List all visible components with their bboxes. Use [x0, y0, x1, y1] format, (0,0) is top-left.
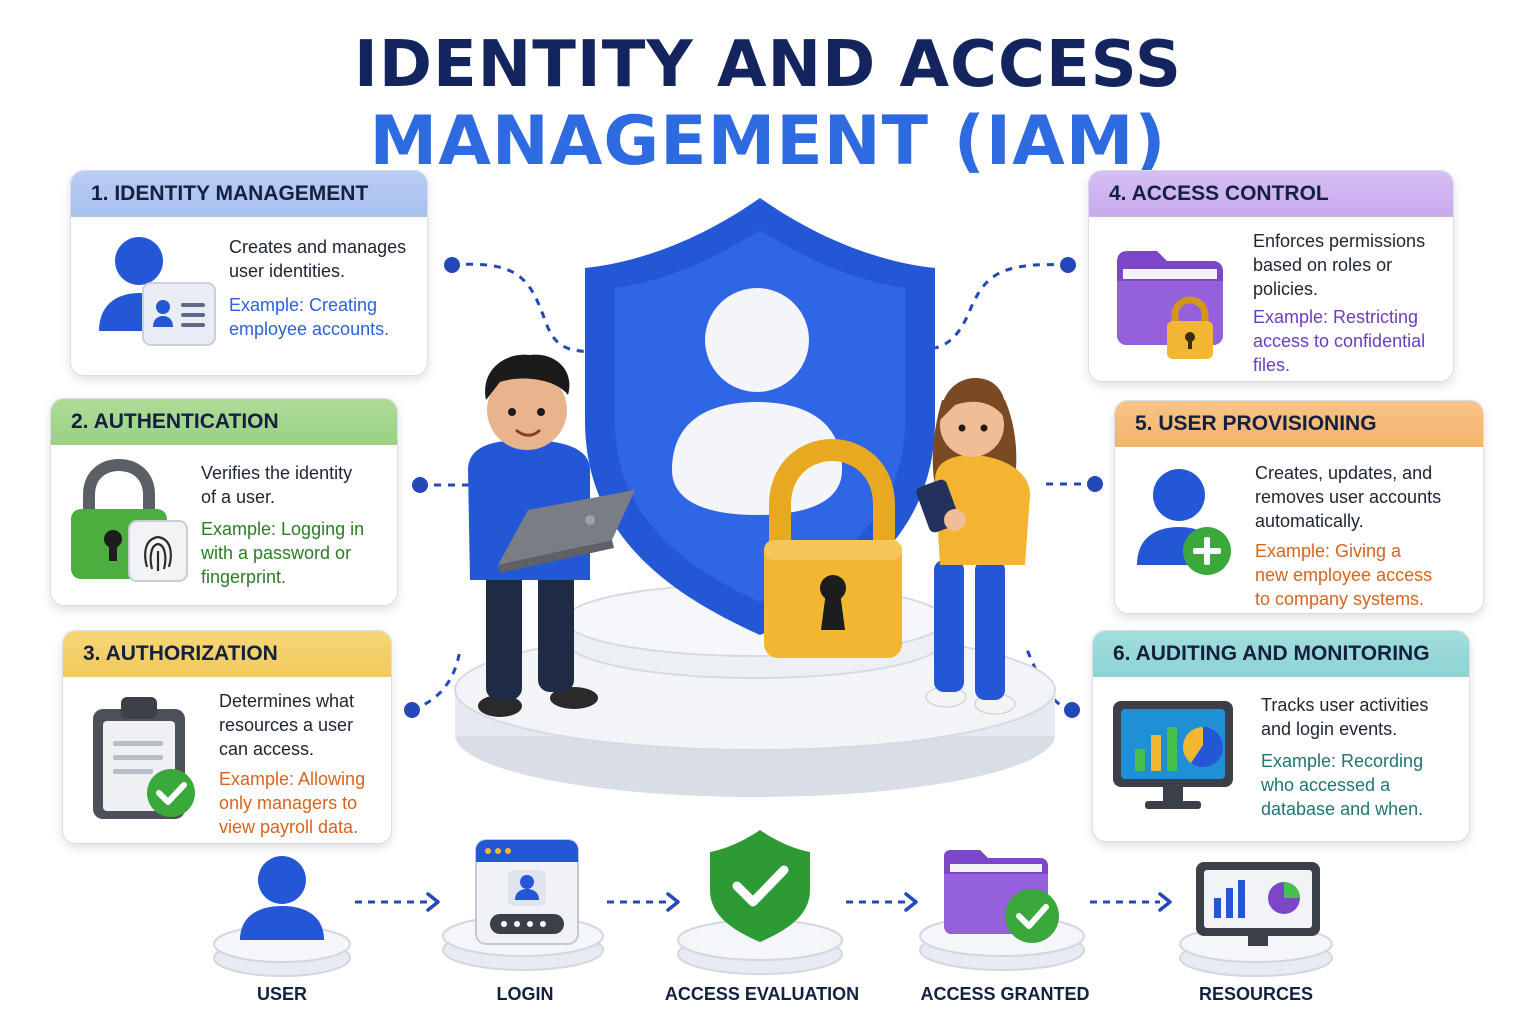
- card-header: 6. AUDITING AND MONITORING: [1093, 631, 1469, 677]
- clipboard-check-icon: [93, 697, 195, 819]
- card-example-line: Example: Restricting: [1253, 307, 1419, 327]
- connector-dot-4: [1060, 257, 1076, 273]
- flow-label-login: LOGIN: [496, 984, 554, 1004]
- card-example-line: Example: Logging in: [201, 519, 365, 539]
- card-example-line: only managers to: [219, 793, 358, 813]
- shield-check-icon: [710, 830, 810, 942]
- locked-folder-icon: [1117, 251, 1223, 359]
- flow-arrowhead: [1158, 892, 1172, 912]
- card-description-line: user identities.: [229, 261, 346, 281]
- flow-arrowhead: [426, 892, 440, 912]
- connector-dot-6: [1064, 702, 1080, 718]
- flow-arrowhead: [904, 892, 918, 912]
- connector-dot-5: [1087, 476, 1103, 492]
- card-description-line: Verifies the identity: [201, 463, 353, 483]
- card-header: 5. USER PROVISIONING: [1115, 401, 1483, 447]
- card-example-line: Example: Creating: [229, 295, 378, 315]
- user-add-icon: [1137, 469, 1231, 575]
- connector-dot-2: [412, 477, 428, 493]
- card-description-line: based on roles or: [1253, 255, 1393, 275]
- card-description-line: Tracks user activities: [1261, 695, 1429, 715]
- card-description-line: can access.: [219, 739, 315, 759]
- card-authentication: 2. AUTHENTICATION Verifies the identity …: [50, 398, 398, 606]
- user-id-card-icon: [99, 237, 216, 346]
- title-line-2: MANAGEMENT (IAM): [369, 102, 1167, 181]
- card-example-line: files.: [1253, 355, 1291, 375]
- card-header: 2. AUTHENTICATION: [51, 399, 397, 445]
- card-description-line: Creates, updates, and: [1255, 463, 1433, 483]
- card-description-line: and login events.: [1261, 719, 1398, 739]
- card-example-line: with a password or: [201, 543, 352, 563]
- card-description-line: removes user accounts: [1255, 487, 1442, 507]
- card-description-line: resources a user: [219, 715, 354, 735]
- padlock-fingerprint-icon: [71, 458, 188, 582]
- card-example-line: who accessed a: [1261, 775, 1391, 795]
- card-description-line: of a user.: [201, 487, 276, 507]
- card-header: 4. ACCESS CONTROL: [1089, 171, 1453, 217]
- woman-figure: [916, 378, 1030, 715]
- card-description-line: automatically.: [1255, 511, 1364, 531]
- card-description-line: policies.: [1253, 279, 1319, 299]
- card-example-line: new employee access: [1255, 565, 1433, 585]
- padlock-icon: [764, 438, 902, 658]
- card-header: 3. AUTHORIZATION: [63, 631, 391, 677]
- card-header: 1. IDENTITY MANAGEMENT: [71, 171, 427, 217]
- card-description-line: Determines what: [219, 691, 355, 711]
- monitor-chart-icon: [1196, 862, 1320, 946]
- card-example-line: fingerprint.: [201, 567, 287, 587]
- card-example-line: Example: Allowing: [219, 769, 366, 789]
- card-example-line: Example: Recording: [1261, 751, 1424, 771]
- flow-label-access-granted: ACCESS GRANTED: [920, 984, 1090, 1004]
- card-example-line: employee accounts.: [229, 319, 390, 339]
- connector-dot-1: [444, 257, 460, 273]
- connector-4: [934, 263, 1069, 350]
- card-description-line: Creates and manages: [229, 237, 407, 257]
- flow-arrowhead: [666, 892, 680, 912]
- card-identity-management: 1. IDENTITY MANAGEMENT Creates and manag…: [70, 170, 428, 376]
- card-access-control: 4. ACCESS CONTROL Enforces permissions b…: [1088, 170, 1454, 382]
- card-example-line: database and when.: [1261, 799, 1424, 819]
- card-user-provisioning: 5. USER PROVISIONING Creates, updates, a…: [1114, 400, 1484, 614]
- flow-label-access-evaluation: ACCESS EVALUATION: [664, 984, 860, 1004]
- shield-icon: [585, 198, 935, 635]
- card-example-line: Example: Giving a: [1255, 541, 1402, 561]
- connector-1: [451, 262, 591, 354]
- man-figure: [468, 354, 635, 717]
- card-example-line: view payroll data.: [219, 817, 359, 837]
- user-icon: [240, 856, 324, 940]
- card-authorization: 3. AUTHORIZATION Determines what resourc…: [62, 630, 392, 844]
- connector-3: [411, 649, 462, 712]
- card-description-line: Enforces permissions: [1253, 231, 1426, 251]
- flow-label-resources: RESOURCES: [1198, 984, 1314, 1004]
- folder-check-icon: [944, 850, 1059, 943]
- title-line-1: IDENTITY AND ACCESS: [354, 28, 1182, 102]
- card-auditing-monitoring: 6. AUDITING AND MONITORING Tracks user a…: [1092, 630, 1470, 842]
- login-window-icon: [475, 839, 579, 945]
- monitor-chart-icon: [1113, 701, 1233, 809]
- connector-dot-3: [404, 702, 420, 718]
- card-example-line: to company systems.: [1255, 589, 1425, 609]
- card-example-line: access to confidential: [1253, 331, 1426, 351]
- flow-label-user: USER: [256, 984, 307, 1004]
